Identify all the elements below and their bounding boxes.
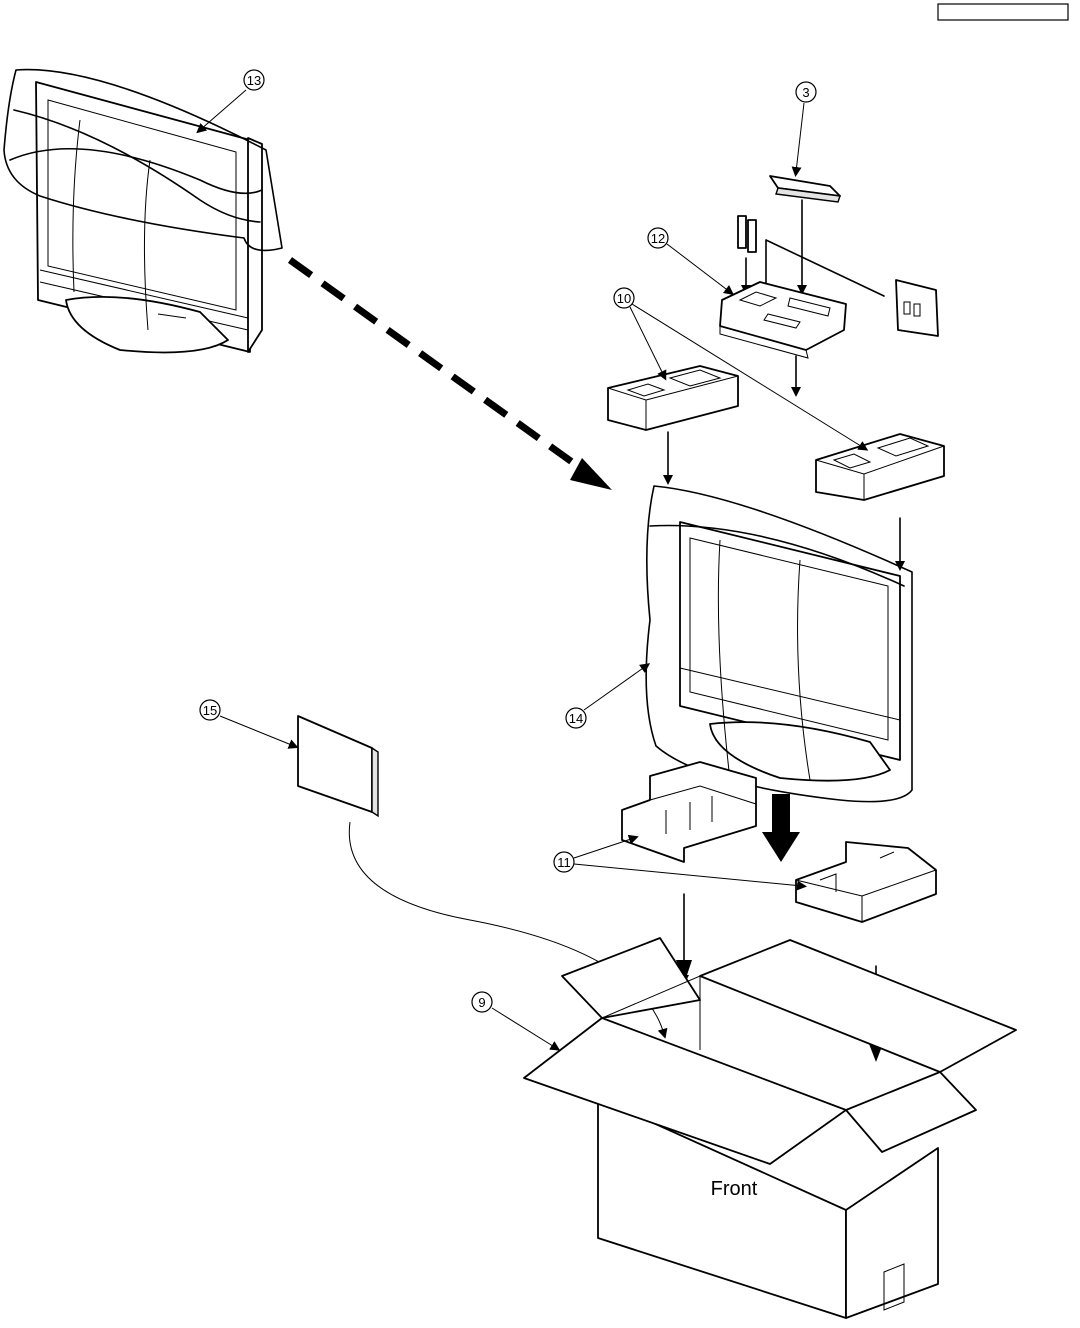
foam-cushion-left-icon <box>608 366 738 430</box>
batteries-icon <box>738 216 756 252</box>
callout-15-text: 15 <box>203 703 217 718</box>
callout-3-text: 3 <box>802 85 809 100</box>
callout-3: 3 <box>796 82 816 172</box>
callout-13: 13 <box>200 70 264 130</box>
foam-cushion-bottom-left-icon <box>622 762 756 862</box>
tv-with-bag-icon <box>4 70 282 353</box>
callout-11-text: 11 <box>557 855 571 870</box>
callout-10-text: 10 <box>617 291 631 306</box>
callout-9: 9 <box>472 992 556 1048</box>
callout-9-text: 9 <box>478 995 485 1010</box>
header-box <box>938 4 1068 20</box>
card-icon <box>896 280 938 336</box>
callout-14-text: 14 <box>569 711 583 726</box>
foam-cushion-right-icon <box>816 434 944 500</box>
manual-icon <box>298 716 378 816</box>
callout-12-text: 12 <box>651 231 665 246</box>
callout-14: 14 <box>566 666 646 728</box>
accessory-tray-icon <box>720 282 846 358</box>
callout-15: 15 <box>200 700 294 746</box>
tv-in-bag-icon <box>646 486 912 802</box>
foam-cushion-bottom-right-icon <box>796 842 936 922</box>
remote-control-icon <box>770 176 840 202</box>
carton-box-icon: Front <box>524 938 1016 1318</box>
box-front-label: Front <box>711 1178 758 1200</box>
dashed-arrow <box>290 260 600 482</box>
callout-12: 12 <box>648 228 730 292</box>
callout-13-text: 13 <box>247 73 261 88</box>
